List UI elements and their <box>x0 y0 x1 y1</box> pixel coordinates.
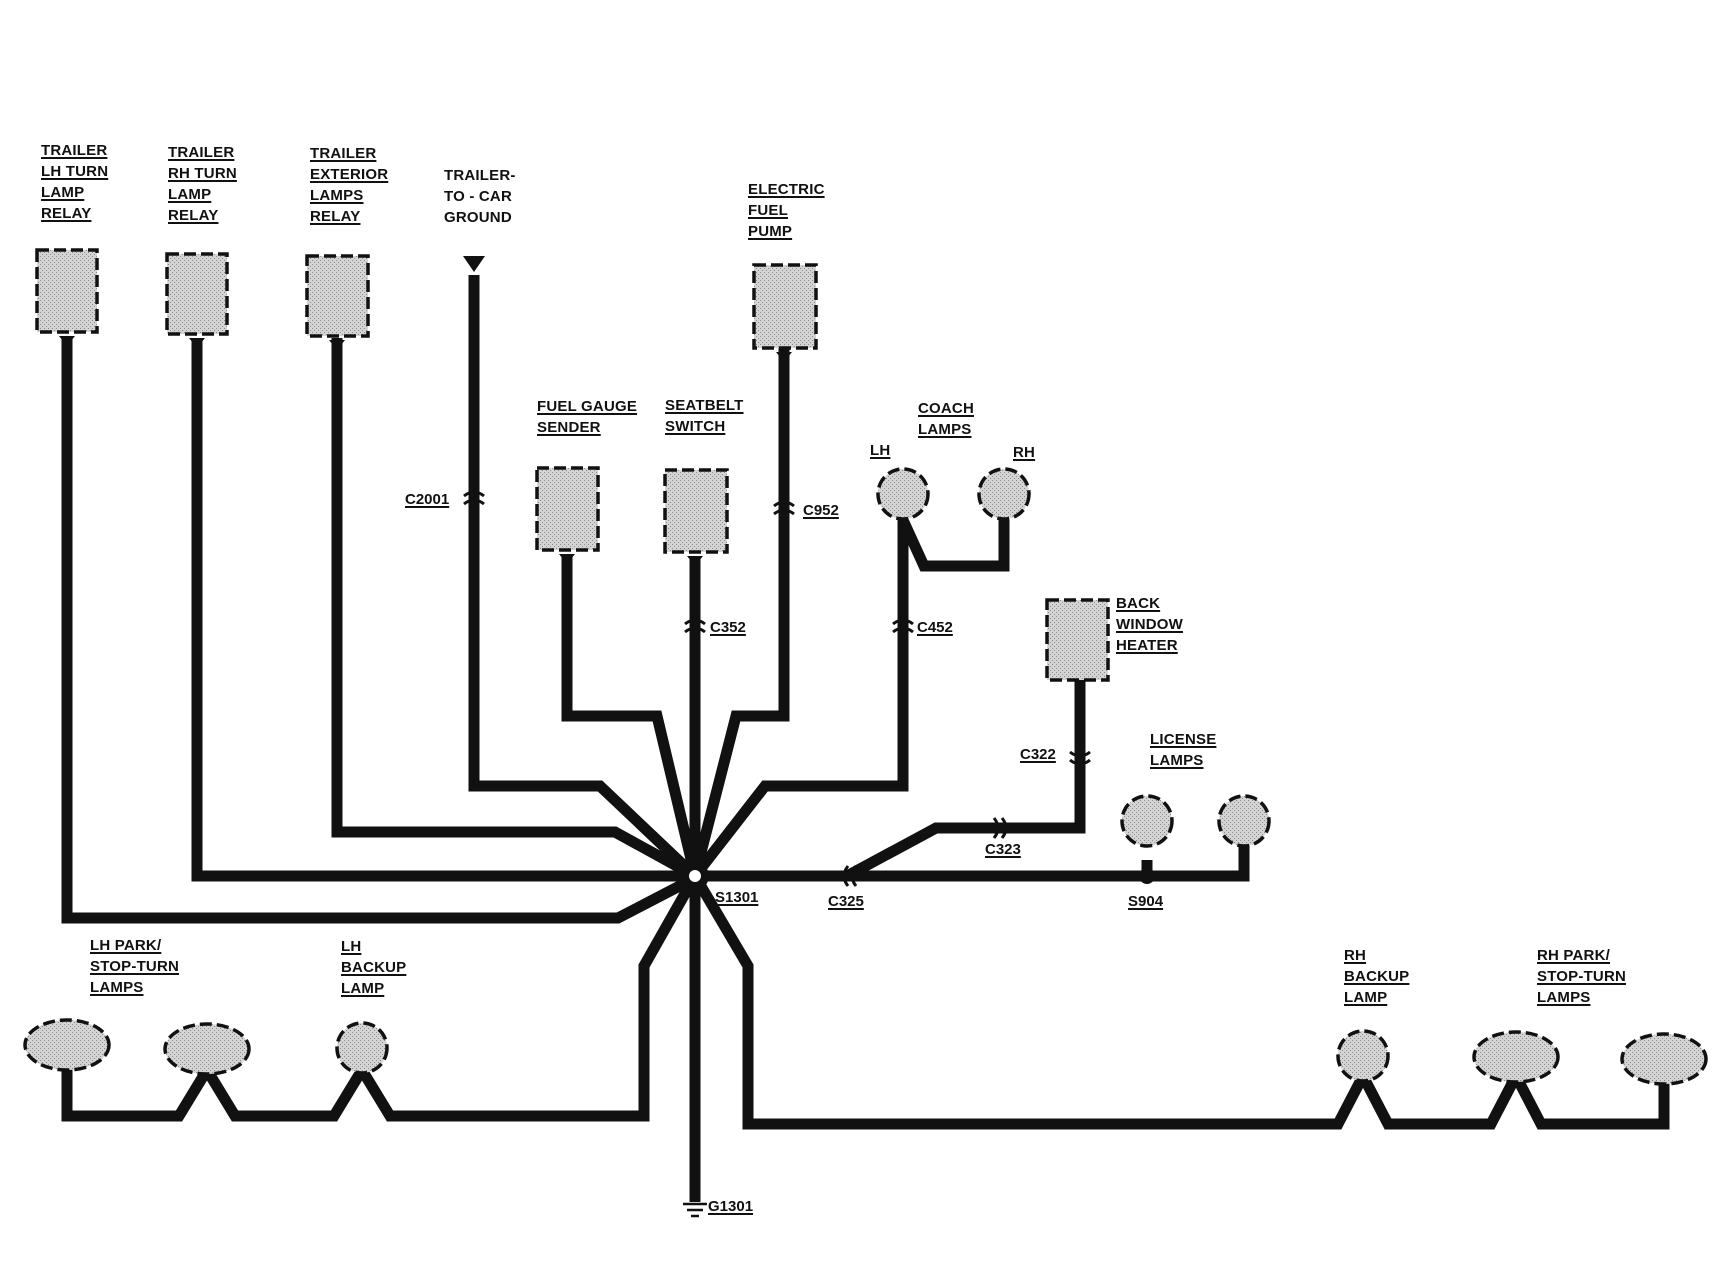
label-fuel-gauge: FUEL GAUGE SENDER <box>537 398 638 436</box>
connector-c352-symbol <box>684 618 706 634</box>
label-trailer-ground: TRAILER- TO - CAR GROUND <box>444 167 516 226</box>
license-rh-lamp <box>1217 794 1271 848</box>
connector-c952-symbol <box>773 500 795 516</box>
wire-license-trunk <box>695 838 1250 882</box>
coach-rh-lamp <box>977 467 1031 521</box>
label-splice-s904: S904 <box>1128 893 1164 910</box>
license-lh-lamp <box>1120 794 1174 848</box>
label-rh-backup: RH BACKUP LAMP <box>1344 947 1410 1006</box>
label-coach-rh: RH <box>1013 444 1036 461</box>
connector-symbols <box>463 490 1091 887</box>
rh-park-lamp-outer <box>1620 1032 1708 1086</box>
ext-lamps-relay-box <box>305 254 370 338</box>
connector-c452-symbol <box>892 618 914 634</box>
label-lh-park: LH PARK/ STOP-TURN LAMPS <box>90 937 180 996</box>
splice-s1301 <box>681 862 709 890</box>
label-fuel-pump: ELECTRIC FUEL PUMP <box>748 181 825 240</box>
label-lh-backup: LH BACKUP LAMP <box>341 938 407 997</box>
seatbelt-box <box>663 468 729 554</box>
wire-back-window <box>844 680 1086 881</box>
wire-lh-rear-lamps <box>61 873 700 1122</box>
label-ground-g1301: G1301 <box>708 1198 754 1215</box>
wire-rh-turn-relay <box>191 338 695 882</box>
back-window-box <box>1045 598 1110 682</box>
label-connector-c952: C952 <box>803 502 839 519</box>
wire-harness <box>61 275 1670 1202</box>
connector-c322-symbol <box>1069 750 1091 766</box>
coach-lh-lamp <box>876 467 930 521</box>
rh-backup-lamp <box>1336 1029 1390 1083</box>
label-connector-c323: C323 <box>985 841 1021 858</box>
label-connector-c452: C452 <box>917 619 953 636</box>
label-rh-turn-relay: TRAILER RH TURN LAMP RELAY <box>168 144 237 224</box>
connector-c323-symbol <box>992 817 1008 839</box>
label-ext-lamps-relay: TRAILER EXTERIOR LAMPS RELAY <box>310 145 389 225</box>
fuel-pump-box <box>752 263 818 350</box>
trailer-ground-arrow <box>463 256 485 272</box>
label-connector-c322: C322 <box>1020 746 1056 763</box>
lh-turn-relay-box <box>35 248 99 334</box>
wire-coach-lamps-link <box>897 517 1010 572</box>
label-license-lamps: LICENSE LAMPS <box>1150 731 1217 769</box>
label-rh-park: RH PARK/ STOP-TURN LAMPS <box>1537 947 1627 1006</box>
splice-s904 <box>1139 868 1155 884</box>
wire-fuel-gauge <box>561 556 701 878</box>
wire-lh-turn-relay <box>61 338 698 924</box>
label-connector-c2001: C2001 <box>405 491 450 508</box>
label-seatbelt: SEATBELT SWITCH <box>665 397 744 435</box>
components <box>23 248 1708 1086</box>
label-coach-lamps: COACH LAMPS <box>918 400 974 438</box>
lh-backup-lamp <box>335 1021 389 1075</box>
label-coach-lh: LH <box>870 442 891 459</box>
rh-turn-relay-box <box>165 252 229 336</box>
label-connector-c325: C325 <box>828 893 864 910</box>
rh-park-lamp-inner <box>1472 1030 1560 1084</box>
wire-ext-lamps-relay <box>331 338 698 881</box>
wire-fuel-pump <box>689 348 790 878</box>
fuel-gauge-box <box>535 466 600 552</box>
lh-park-lamp-outer <box>23 1018 111 1072</box>
label-splice-s1301: S1301 <box>715 889 759 906</box>
label-lh-turn-relay: TRAILER LH TURN LAMP RELAY <box>41 142 109 222</box>
label-connector-c352: C352 <box>710 619 746 636</box>
wire-coach-lamps <box>690 516 909 880</box>
connector-c2001-symbol <box>463 490 485 506</box>
terminal-tips <box>59 336 792 566</box>
lh-park-lamp-inner <box>163 1022 251 1076</box>
ground-symbol-g1301 <box>683 1202 707 1218</box>
label-back-window: BACK WINDOW HEATER <box>1116 595 1184 654</box>
connector-c325-symbol <box>842 865 858 887</box>
wire-rh-rear-lamps <box>690 873 1670 1130</box>
wire-trailer-ground <box>468 275 699 880</box>
